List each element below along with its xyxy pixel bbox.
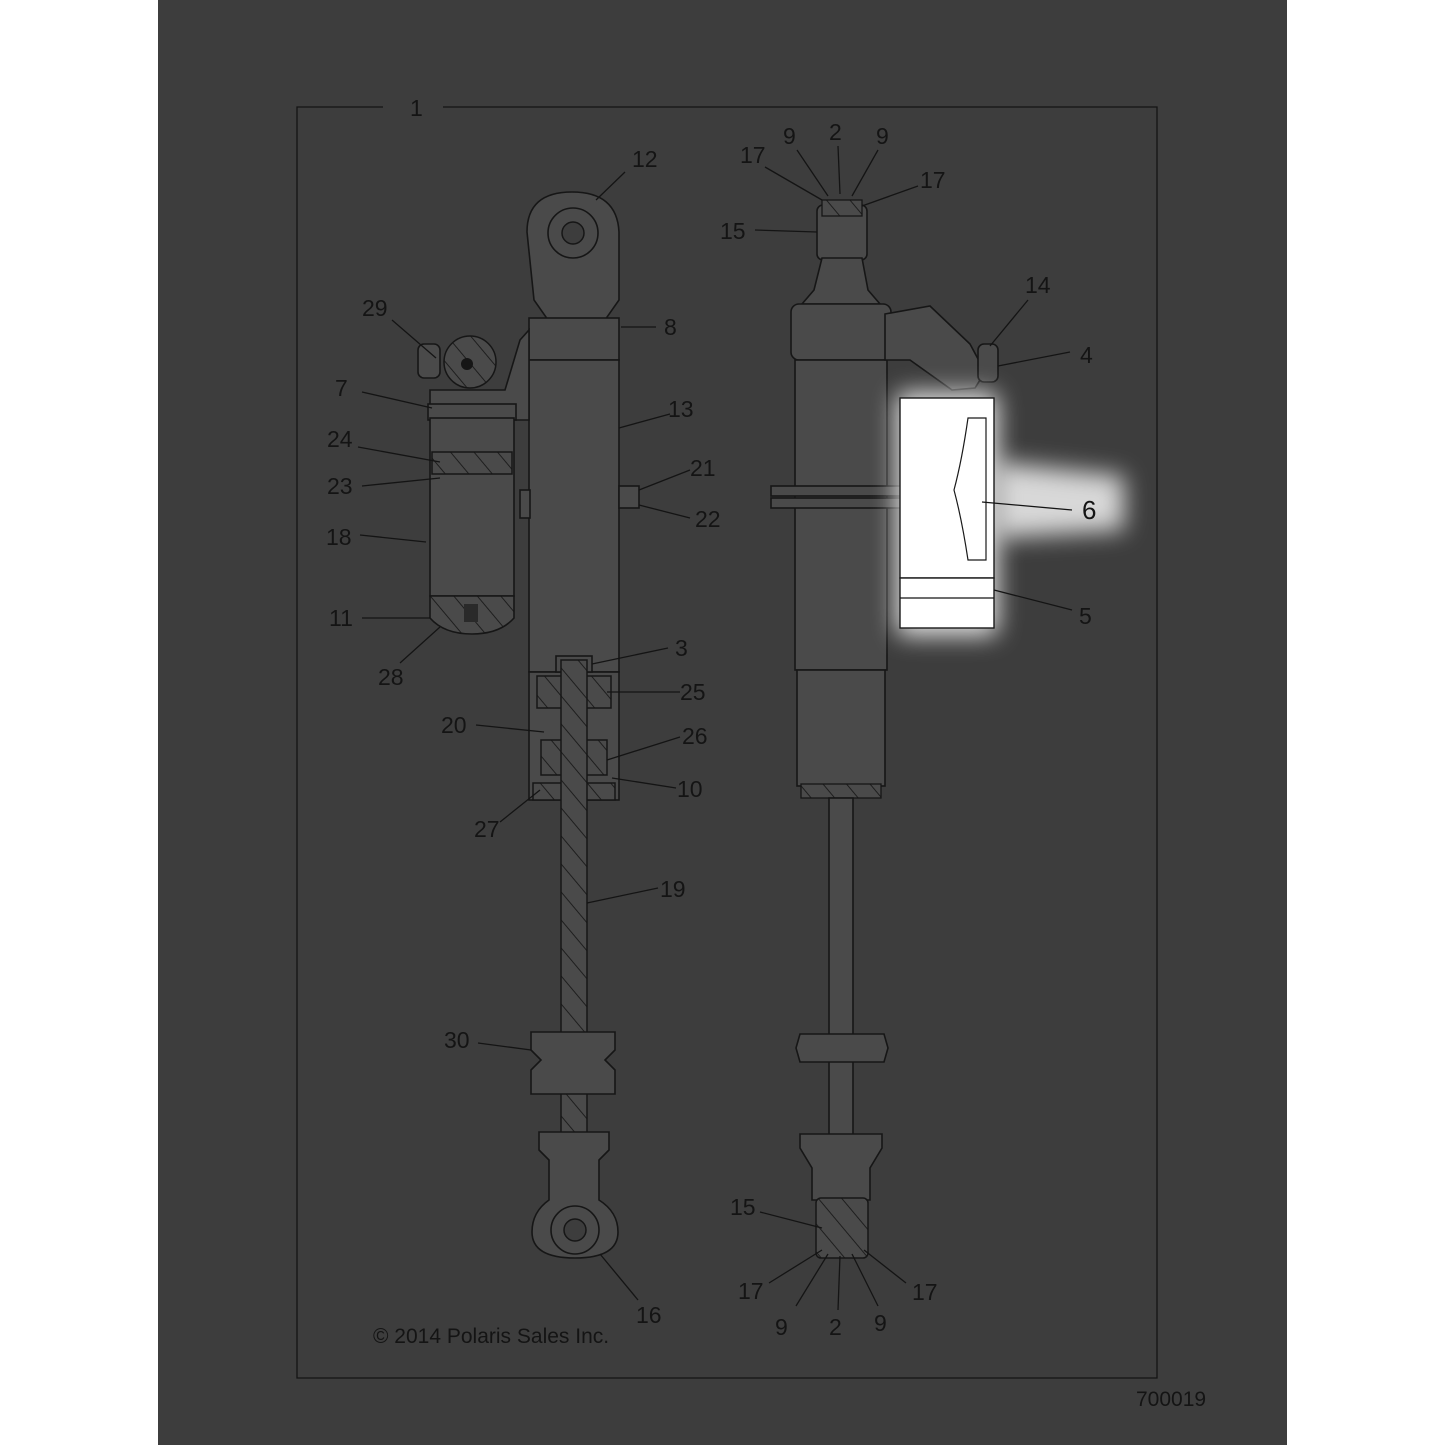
callout-24: 24 [327, 426, 353, 452]
callout-30: 30 [444, 1027, 470, 1053]
callout-11: 11 [329, 605, 353, 631]
sectioned-shock [417, 191, 640, 1259]
callout-18: 18 [326, 524, 352, 550]
callout-9-top-left: 9 [783, 123, 796, 149]
reservoir-glow-arm [996, 462, 1124, 538]
callout-22: 22 [695, 506, 721, 532]
bottom-eye-bore [563, 1218, 587, 1242]
top-eye-spherical [821, 199, 863, 217]
body-tube [794, 359, 888, 671]
callout-9-top-right: 9 [876, 123, 889, 149]
callout-23: 23 [327, 473, 353, 499]
body-seal-head [800, 783, 882, 799]
callout-29: 29 [362, 295, 388, 321]
top-eye-bore [561, 221, 585, 245]
callout-28: 28 [378, 664, 404, 690]
callout-12: 12 [632, 146, 658, 172]
spring-retainer-lug [618, 485, 640, 509]
callout-14: 14 [1025, 272, 1051, 298]
assembly-frame [296, 106, 1158, 1379]
shaft-exterior [828, 797, 854, 1143]
reservoir-bridge-arm [884, 305, 986, 391]
callout-26: 26 [682, 723, 708, 749]
callout-10: 10 [677, 776, 703, 802]
callout-21: 21 [690, 455, 716, 481]
callout-9-bottom-right: 9 [874, 1310, 887, 1336]
callout-2-bottom: 2 [829, 1314, 842, 1340]
callout-27: 27 [474, 816, 500, 842]
callout-15-top: 15 [720, 218, 746, 244]
callout-17-top-right: 17 [920, 167, 946, 193]
callout-3: 3 [675, 635, 688, 661]
callout-6: 6 [1082, 495, 1096, 525]
callout-20: 20 [441, 712, 467, 738]
callout-7: 7 [335, 375, 348, 401]
compression-adjuster-knob [417, 343, 441, 379]
reservoir-label-panel [953, 417, 987, 561]
callout-16: 16 [636, 1302, 662, 1328]
drawing-number: 700019 [1136, 1388, 1206, 1411]
main-body-tube [528, 359, 620, 673]
rebound-adjuster-knob [977, 343, 999, 383]
callout-8: 8 [664, 314, 677, 340]
reservoir-highlighted [899, 397, 995, 579]
reservoir-endcap-exterior [899, 577, 995, 629]
callout-9-bottom-left: 9 [775, 1314, 788, 1340]
callout-5: 5 [1079, 603, 1092, 629]
bump-stop [530, 1031, 616, 1095]
exterior-shock [770, 199, 1124, 1259]
main-body-top-cap [528, 317, 620, 361]
callouts: 1 12 17 9 2 9 17 15 14 4 29 8 7 13 24 21… [326, 95, 1096, 1340]
adjuster-ball [461, 358, 473, 370]
callout-17-bottom-right: 17 [912, 1279, 938, 1305]
copyright-notice: © 2014 Polaris Sales Inc. [373, 1325, 609, 1348]
bottom-cap-exterior [799, 1133, 883, 1201]
callout-1: 1 [410, 95, 423, 121]
callout-13: 13 [668, 396, 694, 422]
callout-19: 19 [660, 876, 686, 902]
reservoir-piston [431, 451, 513, 475]
bottom-eye-exterior [815, 1197, 869, 1259]
preload-ring-2 [770, 497, 914, 509]
spring-retainer-lug-left [519, 489, 531, 519]
callout-15-bottom: 15 [730, 1194, 756, 1220]
bumper-exterior [795, 1033, 889, 1063]
body-top-cap [790, 303, 892, 361]
leader-lines [357, 145, 1073, 1311]
callout-25: 25 [680, 679, 706, 705]
callout-2-top: 2 [829, 119, 842, 145]
callout-4: 4 [1080, 342, 1093, 368]
reservoir-body [429, 417, 515, 597]
callout-17-bottom-left: 17 [738, 1278, 764, 1304]
diagram-panel [158, 0, 1287, 1445]
body-lower-tube [796, 669, 886, 787]
schrader-valve [464, 604, 478, 622]
preload-ring-1 [770, 485, 914, 497]
callout-17-top-left: 17 [740, 142, 766, 168]
